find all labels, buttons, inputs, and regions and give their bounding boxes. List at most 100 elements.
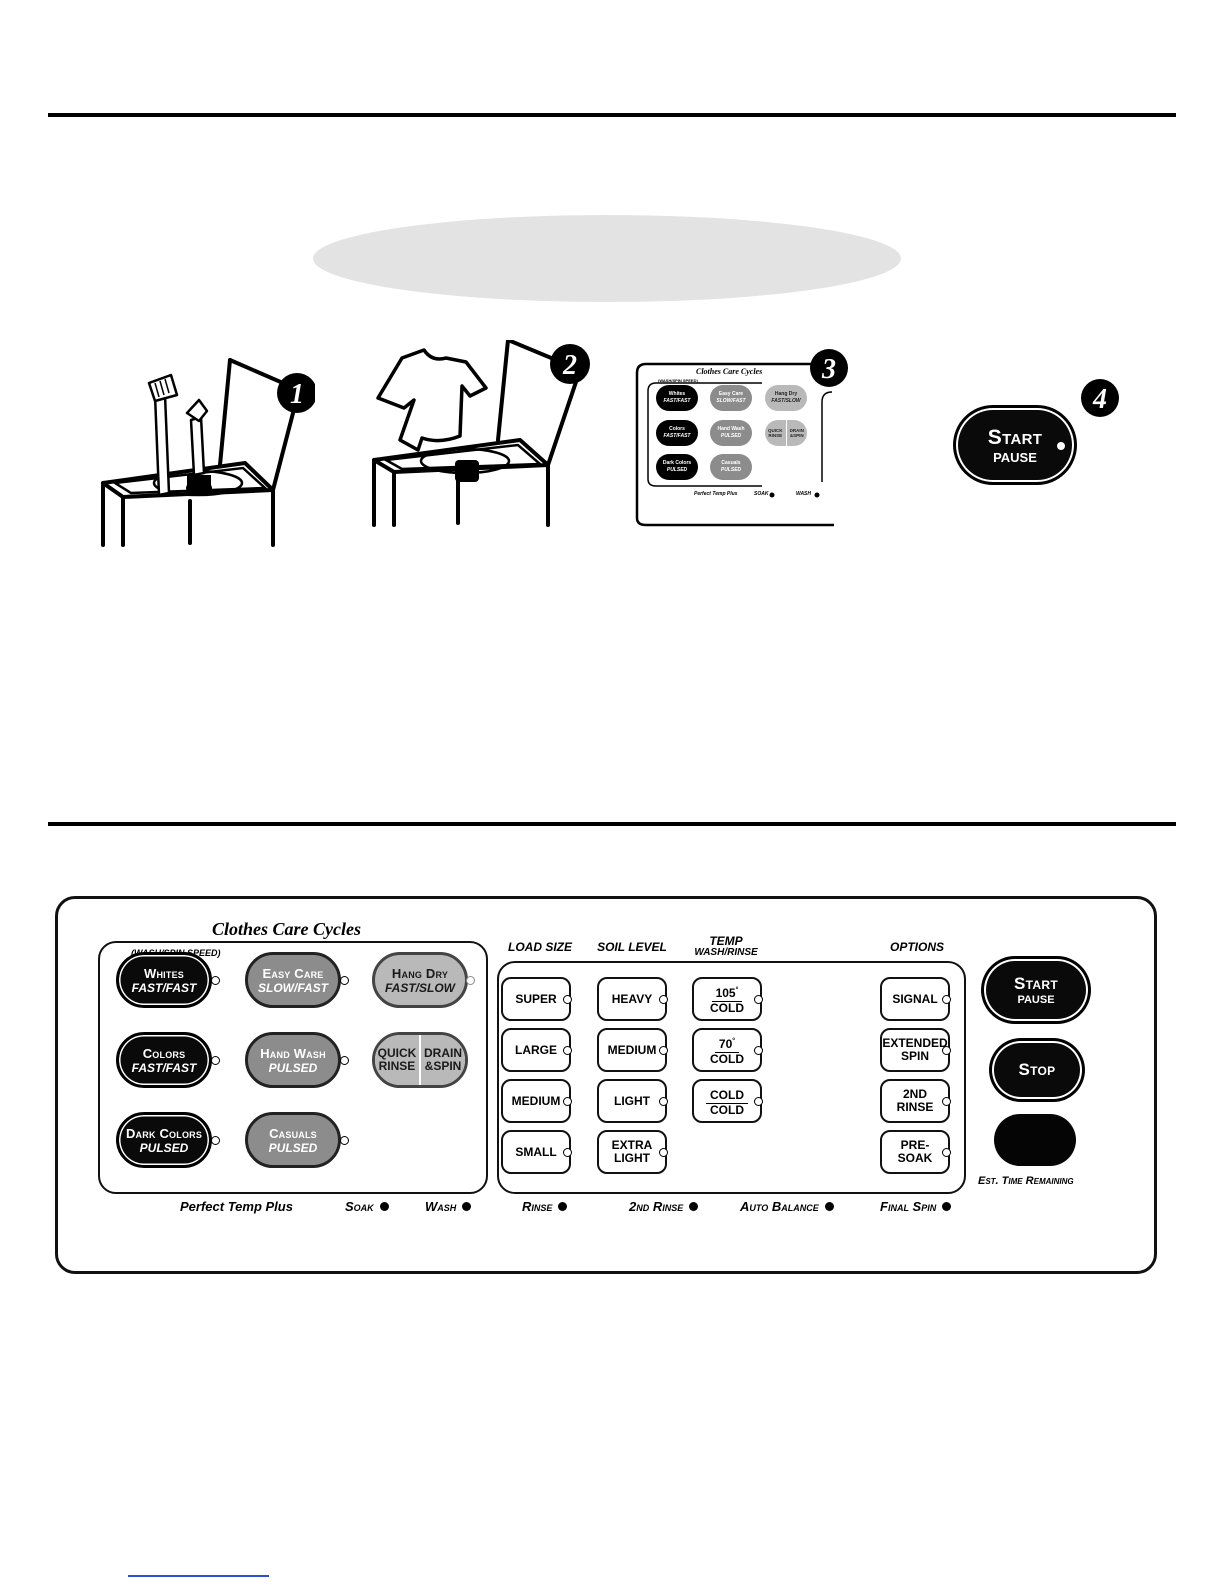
soil-level-header: SOIL LEVEL bbox=[597, 940, 667, 954]
load-size-medium-button[interactable]: MEDIUM bbox=[501, 1079, 571, 1123]
drain-spin-button[interactable]: DRAIN&SPIN bbox=[419, 1035, 465, 1085]
load-size-super-led bbox=[563, 995, 572, 1004]
step-3-mini-panel: Clothes Care Cycles (WASH/SPIN SPEED) Wh… bbox=[634, 349, 848, 527]
top-rule bbox=[48, 113, 1176, 117]
cycle-group bbox=[98, 941, 488, 1194]
cycle-easy-care-led bbox=[340, 976, 349, 985]
mini-footer-wash: WASH bbox=[796, 491, 811, 497]
step-2-badge bbox=[550, 344, 590, 384]
load-size-large-button[interactable]: LARGE bbox=[501, 1028, 571, 1072]
option-pre-soak-button[interactable]: PRE-SOAK bbox=[880, 1130, 950, 1174]
option-signal-button[interactable]: SIGNAL bbox=[880, 977, 950, 1021]
soil-heavy-button[interactable]: HEAVY bbox=[597, 977, 667, 1021]
soil-light-button[interactable]: LIGHT bbox=[597, 1079, 667, 1123]
temp-105-cold-button[interactable]: 105°COLD bbox=[692, 977, 762, 1021]
footer-link-underline bbox=[128, 1575, 269, 1577]
soil-heavy-led bbox=[659, 995, 668, 1004]
selection-group bbox=[497, 961, 966, 1194]
status-perfect-temp-plus: Perfect Temp Plus bbox=[180, 1199, 293, 1214]
status-wash: Wash bbox=[425, 1199, 472, 1214]
cycle-hang-dry-led bbox=[466, 976, 475, 985]
soak-indicator-led bbox=[379, 1202, 389, 1211]
est-time-remaining-label: Est. Time Remaining bbox=[978, 1175, 1074, 1187]
option-signal-led bbox=[942, 995, 951, 1004]
svg-text:4: 4 bbox=[1092, 384, 1107, 415]
step-1-illustration: 1 bbox=[101, 358, 315, 547]
load-size-header: LOAD SIZE bbox=[507, 940, 572, 954]
status-final-spin: Final Spin bbox=[880, 1199, 952, 1214]
cycle-whites-led bbox=[211, 976, 220, 985]
time-remaining-display bbox=[994, 1114, 1076, 1166]
step-1-badge bbox=[277, 373, 315, 413]
cycle-hand-wash-led bbox=[340, 1056, 349, 1065]
load-size-small-button[interactable]: SMALL bbox=[501, 1130, 571, 1174]
status-rinse: Rinse bbox=[522, 1199, 568, 1214]
option-extended-spin-led bbox=[942, 1046, 951, 1055]
temp-cold-cold-led bbox=[754, 1097, 763, 1106]
svg-text:1: 1 bbox=[290, 379, 304, 410]
grey-oval-banner bbox=[313, 215, 901, 302]
mini-footer-perfect-temp: Perfect Temp Plus bbox=[694, 491, 738, 497]
second-rinse-indicator-led bbox=[689, 1202, 699, 1211]
shirt-icon bbox=[376, 348, 488, 452]
svg-text:2: 2 bbox=[562, 350, 577, 381]
temp-70-cold-button[interactable]: 70°COLD bbox=[692, 1028, 762, 1072]
svg-text:3: 3 bbox=[821, 354, 836, 385]
option-2nd-rinse-led bbox=[942, 1097, 951, 1106]
step-3-badge: 3 bbox=[810, 349, 848, 387]
temp-70-cold-led bbox=[754, 1046, 763, 1055]
mini-wash-spin-label: (WASH/SPIN SPEED) bbox=[658, 378, 698, 383]
soil-medium-button[interactable]: MEDIUM bbox=[597, 1028, 667, 1072]
option-pre-soak-led bbox=[942, 1148, 951, 1157]
options-header: OPTIONS bbox=[889, 940, 944, 954]
stop-button[interactable]: Stop bbox=[992, 1041, 1082, 1099]
soil-medium-led bbox=[659, 1046, 668, 1055]
step-4-badge: 4 bbox=[1081, 379, 1119, 417]
rinse-indicator-led bbox=[558, 1202, 568, 1211]
final-spin-indicator-led bbox=[942, 1202, 952, 1211]
mini-panel-title: Clothes Care Cycles bbox=[696, 367, 763, 376]
cycle-colors-led bbox=[211, 1056, 220, 1065]
control-panel: Clothes Care Cycles (WASH/SPIN SPEED) Wh… bbox=[55, 896, 1157, 1274]
cycle-dark-colors-led bbox=[211, 1136, 220, 1145]
status-soak: Soak bbox=[345, 1199, 389, 1214]
middle-rule bbox=[48, 822, 1176, 826]
auto-balance-indicator-led bbox=[824, 1202, 834, 1211]
step-4-led bbox=[1057, 442, 1065, 450]
status-2nd-rinse: 2nd Rinse bbox=[629, 1199, 699, 1214]
panel-title: Clothes Care Cycles bbox=[212, 919, 361, 939]
load-size-super-button[interactable]: SUPER bbox=[501, 977, 571, 1021]
load-size-large-led bbox=[563, 1046, 572, 1055]
step-2-illustration: 2 bbox=[372, 340, 590, 527]
step-4-start-pause-button: Start PAUSE bbox=[956, 408, 1074, 482]
soil-extra-light-led bbox=[659, 1148, 668, 1157]
load-size-medium-led bbox=[563, 1097, 572, 1106]
status-auto-balance: Auto Balance bbox=[740, 1199, 834, 1214]
wash-indicator-led bbox=[462, 1202, 472, 1211]
cycle-casuals-led bbox=[340, 1136, 349, 1145]
mini-footer-soak: SOAK bbox=[754, 491, 769, 497]
soil-light-led bbox=[659, 1097, 668, 1106]
